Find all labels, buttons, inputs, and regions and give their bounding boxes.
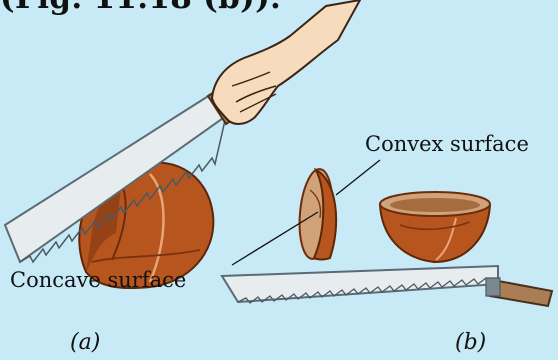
part-b-label: (b) xyxy=(455,330,486,355)
concave-surface-label: Concave surface xyxy=(10,268,186,292)
hand xyxy=(212,0,360,124)
part-a-label: (a) xyxy=(70,330,100,355)
coconut-slice-piece xyxy=(296,168,336,260)
saw-lying xyxy=(222,266,552,306)
convex-pointer-line xyxy=(336,160,380,195)
partial-caption-text: (Fig. 11.18 (b)). xyxy=(0,0,281,16)
convex-surface-label: Convex surface xyxy=(365,132,529,156)
coconut-half-bowl xyxy=(380,192,490,262)
